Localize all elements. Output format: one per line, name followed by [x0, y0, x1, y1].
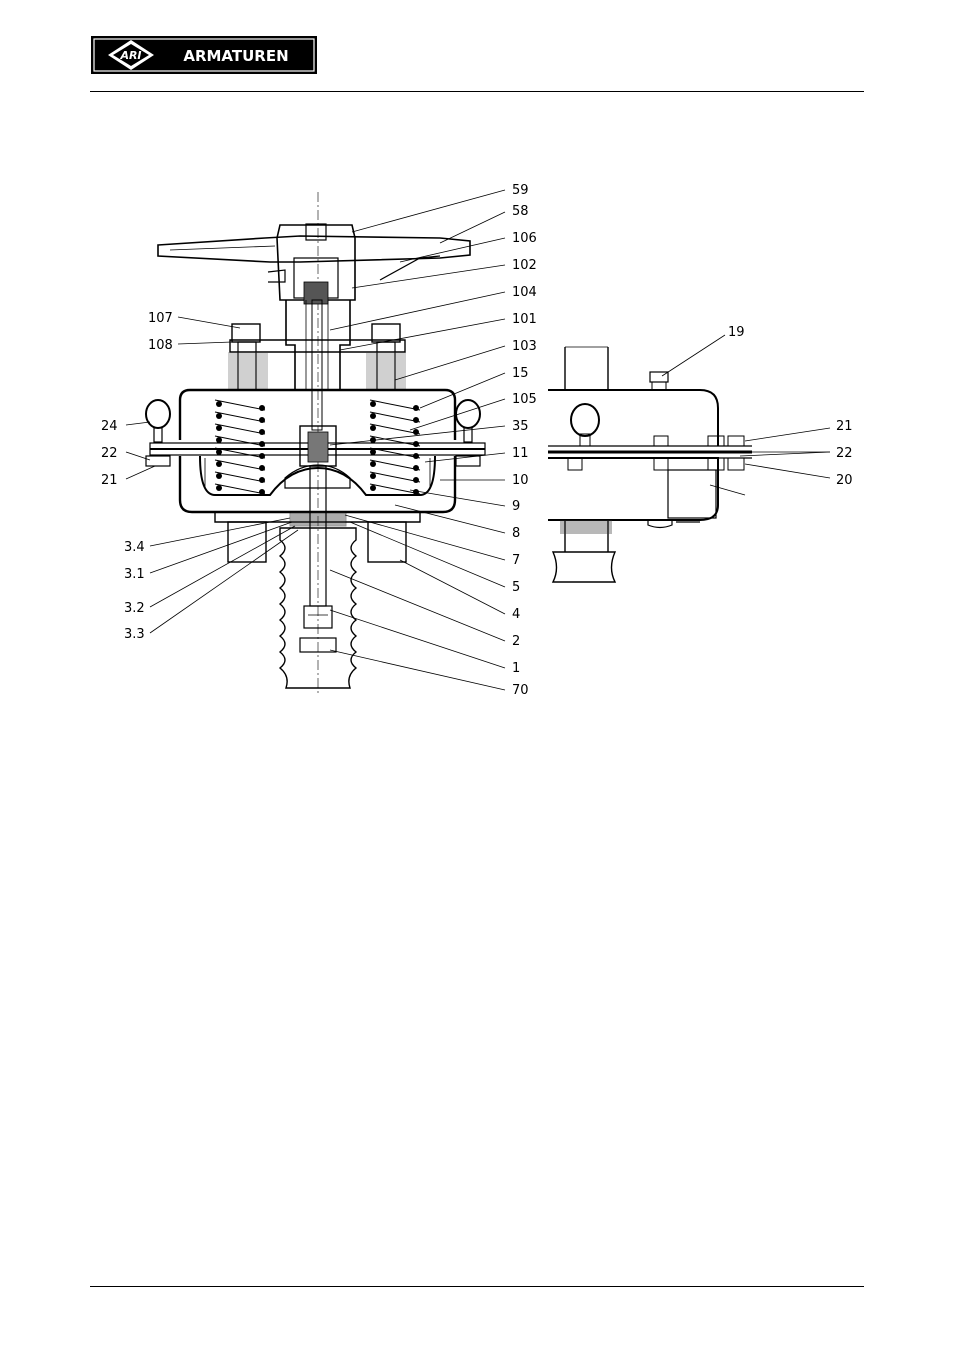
callout-24: 24: [101, 419, 118, 434]
callout-3-2: 3.2: [124, 601, 145, 616]
callout-3-4: 3.4: [124, 540, 145, 555]
callout-9: 9: [512, 499, 520, 514]
callout-108: 108: [148, 338, 173, 353]
callout-21-right: 21: [836, 419, 853, 434]
callout-1: 1: [512, 661, 520, 676]
callout-15: 15: [512, 366, 529, 381]
svg-text:ARMATUREN: ARMATUREN: [183, 47, 288, 65]
callout-5: 5: [512, 580, 520, 595]
callout-20: 20: [836, 473, 853, 488]
callout-107: 107: [148, 311, 173, 326]
callout-22-right: 22: [836, 446, 853, 461]
callout-21-left: 21: [101, 473, 118, 488]
callout-4: 4: [512, 607, 520, 622]
callout-105: 105: [512, 392, 537, 407]
callout-35: 35: [512, 419, 529, 434]
header-rule: [90, 91, 864, 92]
side-view-leader-lines: [662, 335, 830, 495]
main-sectional-view: [146, 192, 485, 695]
callout-59: 59: [512, 183, 529, 198]
footer-rule: [90, 1286, 864, 1287]
callout-10: 10: [512, 473, 529, 488]
side-detail-view: [548, 347, 752, 582]
callout-103: 103: [512, 339, 537, 354]
callout-101: 101: [512, 312, 537, 327]
callout-3-3: 3.3: [124, 627, 145, 642]
actuator-section-drawing: 59 58 106 102 104 101 103 15 105 35 11 1…: [0, 170, 954, 710]
callout-102: 102: [512, 258, 537, 273]
ari-armaturen-logo: ARI ARMATUREN: [91, 36, 317, 74]
callout-104: 104: [512, 285, 537, 300]
svg-text:ARI: ARI: [119, 49, 141, 62]
callout-70: 70: [512, 683, 529, 698]
callout-58: 58: [512, 204, 529, 219]
callout-3-1: 3.1: [124, 567, 145, 582]
callout-22-left: 22: [101, 446, 118, 461]
side-view-callouts: 19 21 22 20: [728, 325, 853, 488]
callout-7: 7: [512, 553, 520, 568]
callout-2: 2: [512, 634, 520, 649]
callout-11: 11: [512, 446, 529, 461]
callout-106: 106: [512, 231, 537, 246]
callout-19: 19: [728, 325, 745, 340]
callout-8: 8: [512, 526, 520, 541]
